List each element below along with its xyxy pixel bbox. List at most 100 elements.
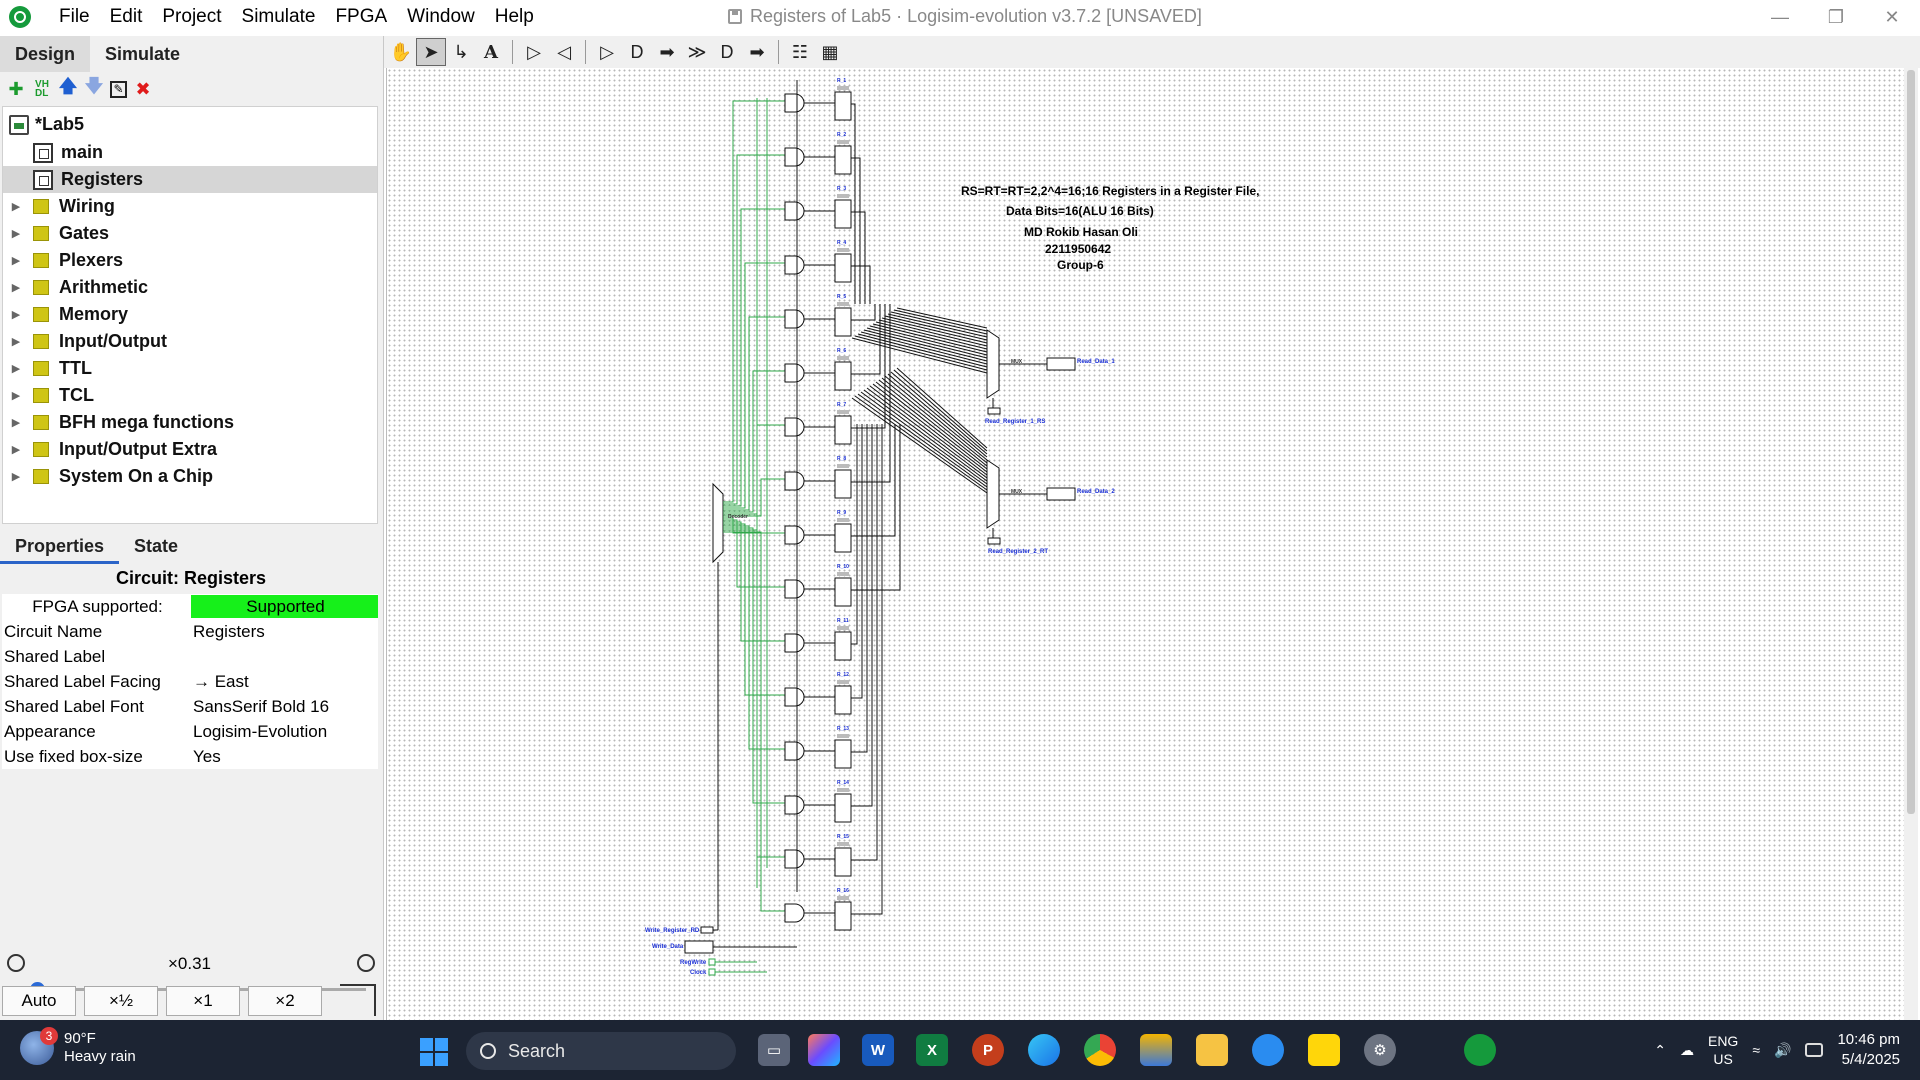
zoom-1x-button[interactable]: ×1 [166, 986, 240, 1016]
show-state-icon[interactable]: ☷ [791, 41, 809, 62]
expand-icon[interactable]: ▶ [11, 417, 21, 429]
region-code: US [1713, 1051, 1733, 1067]
tree-library-soc[interactable]: ▶ System On a Chip [3, 463, 377, 490]
tree-project[interactable]: *Lab5 [3, 111, 377, 138]
onedrive-icon[interactable]: ☁ [1679, 1041, 1694, 1058]
show-hidden-icons-icon[interactable]: ⌃ [1654, 1041, 1666, 1058]
add-circuit-icon[interactable]: ✚ [8, 78, 24, 99]
powerpoint-icon[interactable]: P [972, 1034, 1004, 1066]
word-icon[interactable]: W [862, 1034, 894, 1066]
annotation-line-5: Group-6 [1057, 258, 1104, 272]
close-button[interactable]: ✕ [1884, 6, 1900, 27]
minimize-button[interactable]: — [1771, 6, 1789, 27]
settings-icon[interactable]: ⚙ [1364, 1034, 1396, 1066]
tab-state[interactable]: State [134, 536, 179, 556]
move-down-icon[interactable]: 🡇 [84, 76, 104, 96]
zoom-half-button[interactable]: ×½ [84, 986, 158, 1016]
expand-icon[interactable]: ▶ [11, 336, 21, 348]
nor-gate-icon[interactable]: ➡ [749, 41, 765, 62]
tab-simulate[interactable]: Simulate [105, 44, 181, 64]
edit-appearance-icon[interactable]: ✎ [110, 80, 127, 98]
zoom-in-icon[interactable] [357, 954, 375, 972]
wifi-icon[interactable]: ≈ [1752, 1042, 1761, 1058]
menu-fpga[interactable]: FPGA [335, 6, 388, 27]
file-explorer-icon[interactable] [1196, 1034, 1228, 1066]
zoom-auto-button[interactable]: Auto [2, 986, 76, 1016]
tree-library-plexers[interactable]: ▶ Plexers [3, 247, 377, 274]
tree-library-ttl[interactable]: ▶ TTL [3, 355, 377, 382]
task-view-icon[interactable]: ▭ [758, 1034, 790, 1066]
move-up-icon[interactable]: 🡅 [58, 76, 78, 96]
tree-library-tcl[interactable]: ▶ TCL [3, 382, 377, 409]
input-pin-icon[interactable]: ▷ [527, 41, 541, 62]
zoom-2x-button[interactable]: ×2 [248, 986, 322, 1016]
poke-tool-icon[interactable]: ✋ [389, 41, 413, 62]
tab-properties[interactable]: Properties [0, 528, 120, 564]
tree-library-gates[interactable]: ▶ Gates [3, 220, 377, 247]
text-tool-icon[interactable]: A [484, 41, 498, 63]
read-data-2-pin [1046, 487, 1076, 501]
nand-gate-icon[interactable]: D [720, 41, 734, 62]
tree-library-io-extra[interactable]: ▶ Input/Output Extra [3, 436, 377, 463]
tab-design[interactable]: Design [0, 36, 91, 72]
expand-icon[interactable]: ▶ [11, 255, 21, 267]
expand-icon[interactable]: ▶ [11, 201, 21, 213]
menu-project[interactable]: Project [162, 6, 222, 27]
and-gate-icon[interactable]: D [630, 41, 644, 62]
menu-edit[interactable]: Edit [109, 6, 143, 27]
sticky-notes-icon[interactable] [1308, 1034, 1340, 1066]
menu-help[interactable]: Help [494, 6, 534, 27]
tree-circuit-main[interactable]: main [3, 139, 377, 166]
menu-simulate[interactable]: Simulate [241, 6, 316, 27]
logisim-taskbar-icon[interactable] [1464, 1034, 1496, 1066]
property-value[interactable]: SansSerif Bold 16 [193, 696, 330, 716]
taskbar-search[interactable]: Search [466, 1032, 736, 1070]
battery-icon[interactable] [1805, 1043, 1824, 1057]
property-value[interactable]: Yes [193, 746, 221, 766]
copilot-icon[interactable] [808, 1034, 840, 1066]
language-indicator[interactable]: ENG US [1708, 1032, 1738, 1068]
zoom-out-icon[interactable] [7, 954, 25, 972]
tree-library-bfh[interactable]: ▶ BFH mega functions [3, 409, 377, 436]
fit-to-window-icon[interactable] [340, 984, 376, 1016]
chrome-icon[interactable] [1084, 1034, 1116, 1066]
property-value[interactable]: Logisim-Evolution [193, 721, 328, 741]
expand-icon[interactable]: ▶ [11, 444, 21, 456]
menu-window[interactable]: Window [407, 6, 475, 27]
expand-icon[interactable]: ▶ [11, 228, 21, 240]
messaging-icon[interactable] [1252, 1034, 1284, 1066]
restore-button[interactable]: ❐ [1827, 6, 1845, 27]
or-gate-icon[interactable]: ➡ [659, 41, 675, 62]
wire-tool-icon[interactable]: ↳ [453, 41, 469, 62]
not-gate-icon[interactable]: ▷ [600, 41, 614, 62]
edge-icon[interactable] [1028, 1034, 1060, 1066]
expand-icon[interactable]: ▶ [11, 390, 21, 402]
tree-library-memory[interactable]: ▶ Memory [3, 301, 377, 328]
delete-circuit-icon[interactable]: ✖ [135, 78, 151, 99]
expand-icon[interactable]: ▶ [11, 471, 21, 483]
expand-icon[interactable]: ▶ [11, 363, 21, 375]
output-pin-icon[interactable]: ◁ [557, 41, 571, 62]
clock[interactable]: 10:46 pm 5/4/2025 [1837, 1030, 1900, 1070]
scrollbar-thumb[interactable] [1907, 70, 1915, 814]
select-tool-icon[interactable]: ➤ [416, 38, 446, 66]
expand-icon[interactable]: ▶ [11, 282, 21, 294]
show-appearance-icon[interactable]: ▦ [821, 41, 839, 62]
tree-circuit-registers[interactable]: Registers [3, 166, 377, 193]
volume-icon[interactable]: 🔊 [1774, 1041, 1792, 1058]
property-value[interactable]: → East [193, 671, 249, 691]
xor-gate-icon[interactable]: ≫ [687, 41, 707, 62]
tree-library-arithmetic[interactable]: ▶ Arithmetic [3, 274, 377, 301]
start-button-icon[interactable] [420, 1038, 448, 1066]
excel-icon[interactable]: X [916, 1034, 948, 1066]
expand-icon[interactable]: ▶ [11, 309, 21, 321]
tree-library-wiring[interactable]: ▶ Wiring [3, 193, 377, 220]
weather-widget[interactable]: 3 90°F Heavy rain [20, 1027, 136, 1066]
menu-file[interactable]: File [59, 6, 90, 27]
property-value[interactable]: Registers [193, 621, 265, 641]
vertical-scrollbar[interactable] [1904, 68, 1918, 1020]
app-layers-icon[interactable] [1140, 1034, 1172, 1066]
tree-library-input-output[interactable]: ▶ Input/Output [3, 328, 377, 355]
